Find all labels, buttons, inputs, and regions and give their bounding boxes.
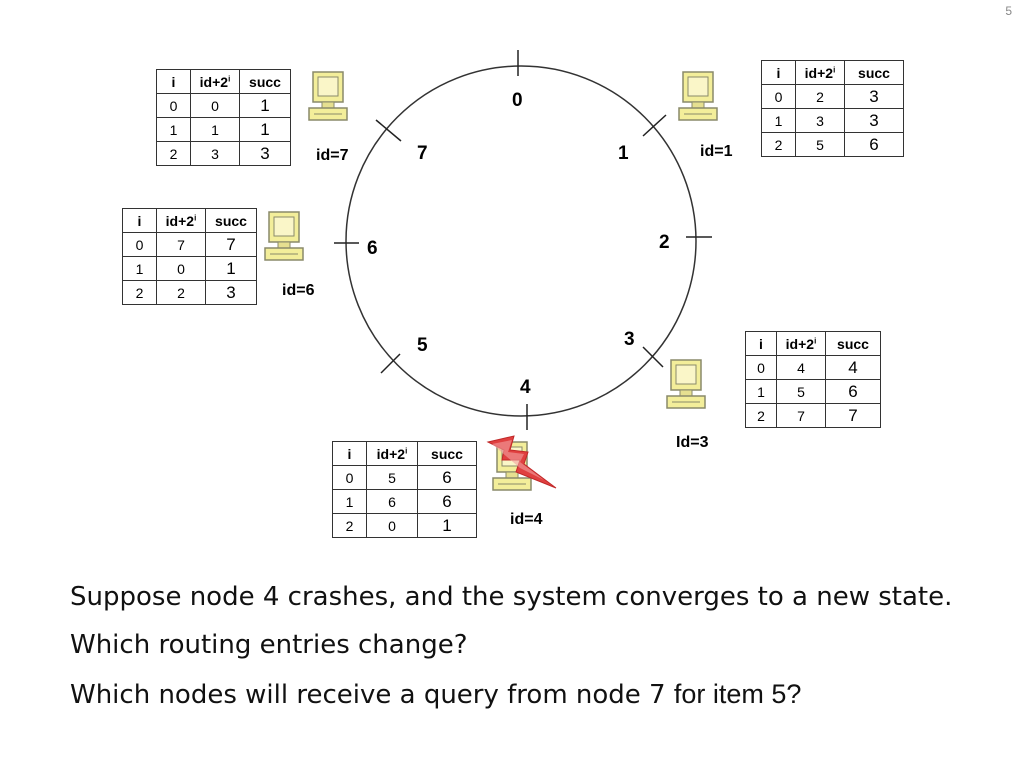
question-line-3-part-a: Which nodes will receive a query from no… [70, 680, 674, 710]
header-i: i [122, 208, 157, 233]
header-i: i [761, 60, 796, 85]
tick-1 [642, 114, 667, 137]
header-succ: succ [239, 69, 291, 94]
ring-position-6: 6 [367, 238, 378, 259]
node-label-3: Id=3 [676, 434, 709, 451]
tick-7 [375, 119, 402, 142]
tick-5 [380, 353, 401, 374]
ring-position-1: 1 [618, 143, 629, 164]
node-label-1: id=1 [700, 143, 733, 160]
question-line-2: Which routing entries change? [70, 630, 468, 660]
computer-icon [678, 71, 718, 121]
header-i: i [745, 331, 777, 356]
header-id-plus-2i: id+2i [795, 60, 845, 85]
ring-position-5: 5 [417, 335, 428, 356]
header-succ: succ [417, 441, 477, 466]
header-succ: succ [825, 331, 881, 356]
ring-position-3: 3 [624, 329, 635, 350]
node-label-6: id=6 [282, 282, 315, 299]
chord-ring [334, 50, 712, 430]
header-id-plus-2i: id+2i [366, 441, 418, 466]
lightning-bolt-icon [486, 435, 557, 489]
computer-icon [308, 71, 348, 121]
ring-position-0: 0 [512, 90, 523, 111]
header-i: i [332, 441, 367, 466]
header-succ: succ [205, 208, 257, 233]
header-id-plus-2i: id+2i [190, 69, 240, 94]
node-label-4: id=4 [510, 511, 543, 528]
header-id-plus-2i: id+2i [776, 331, 826, 356]
computer-icon [264, 211, 304, 261]
tick-3 [642, 346, 664, 368]
question-line-3: Which nodes will receive a query from no… [70, 679, 801, 710]
question-line-1: Suppose node 4 crashes, and the system c… [70, 582, 953, 612]
node-label-7: id=7 [316, 147, 349, 164]
ring-position-4: 4 [520, 377, 531, 398]
header-id-plus-2i: id+2i [156, 208, 206, 233]
ring-position-7: 7 [417, 143, 428, 164]
ring-position-2: 2 [659, 232, 670, 253]
header-succ: succ [844, 60, 904, 85]
ring-circle [345, 65, 697, 417]
header-i: i [156, 69, 191, 94]
page-number: 5 [1005, 4, 1012, 18]
question-line-3-part-b: for item 5? [673, 679, 802, 709]
computer-icon [666, 359, 706, 409]
